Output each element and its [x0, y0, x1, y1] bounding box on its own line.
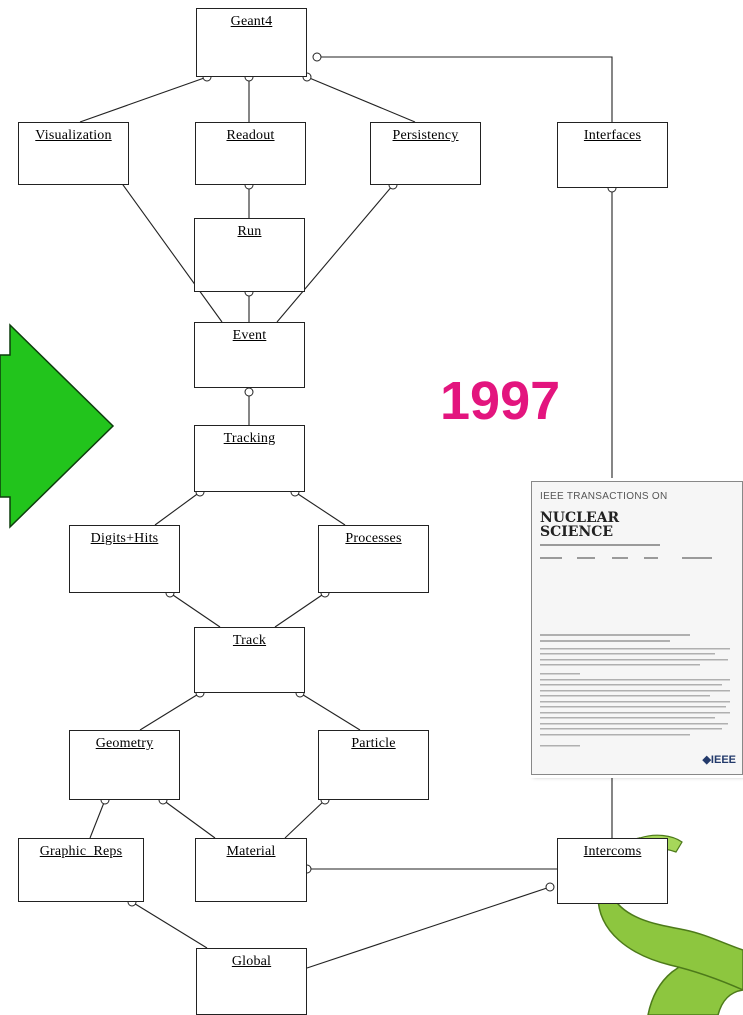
node-label: Run: [237, 224, 262, 239]
edge-digits-track: [169, 592, 221, 628]
node-label: Geometry: [95, 736, 154, 751]
node-processes: Processes: [318, 525, 429, 593]
year-label: 1997: [440, 371, 561, 431]
node-intercoms: Intercoms: [557, 838, 668, 904]
node-event: Event: [194, 322, 305, 388]
node-label: Intercoms: [583, 844, 642, 859]
connector-circle-icon: [312, 52, 322, 62]
node-geometry: Geometry: [69, 730, 180, 800]
node-label: Material: [226, 844, 276, 859]
node-label: Graphic_Reps: [39, 844, 123, 859]
node-label: Visualization: [35, 128, 112, 143]
node-readout: Readout: [195, 122, 306, 185]
connector-circle-icon: [545, 882, 555, 892]
connector-circle-icon: [244, 387, 254, 397]
node-label: Tracking: [223, 431, 276, 446]
edge-geant4-visualization: [79, 76, 208, 123]
edge-graphic-global: [131, 901, 208, 949]
node-material: Material: [195, 838, 307, 902]
edge-geometry-material: [162, 799, 216, 839]
journal-title-line1: NUCLEAR: [540, 510, 620, 526]
ieee-logo: ◆IEEE: [702, 754, 736, 766]
journal-title-line2: SCIENCE: [540, 524, 614, 540]
journal-header: IEEE TRANSACTIONS ON: [540, 491, 668, 502]
edge-intercoms-global: [306, 886, 551, 969]
edge-persistency-event: [276, 184, 394, 323]
green-arrow-icon: [0, 323, 115, 529]
node-visualization: Visualization: [18, 122, 129, 185]
node-label: Digits+Hits: [90, 531, 159, 546]
edge-track-geometry: [139, 692, 201, 731]
node-label: Geant4: [230, 14, 273, 29]
edge-particle-material: [284, 799, 326, 839]
edge-geant4-persistency: [306, 76, 416, 123]
node-label: Readout: [226, 128, 275, 143]
node-global: Global: [196, 948, 307, 1015]
node-digits-hits: Digits+Hits: [69, 525, 180, 593]
node-label: Global: [231, 954, 272, 969]
node-label: Processes: [345, 531, 402, 546]
journal-cover-image: IEEE TRANSACTIONS ON NUCLEAR SCIENCE: [531, 481, 743, 775]
node-label: Event: [232, 328, 267, 343]
node-tracking: Tracking: [194, 425, 305, 492]
node-geant4: Geant4: [196, 8, 307, 77]
node-interfaces: Interfaces: [557, 122, 668, 188]
edge-visualization-event: [104, 159, 223, 323]
journal-text-block: [540, 544, 730, 747]
node-label: Track: [232, 633, 267, 648]
journal-title: NUCLEAR SCIENCE: [540, 511, 619, 539]
node-persistency: Persistency: [370, 122, 481, 185]
edge-tracking-digits: [154, 491, 201, 526]
node-particle: Particle: [318, 730, 429, 800]
edge-geant4-interfaces: [317, 56, 613, 122]
node-track: Track: [194, 627, 305, 693]
node-label: Particle: [351, 736, 396, 751]
edge-tracking-processes: [294, 491, 346, 526]
node-label: Persistency: [392, 128, 459, 143]
node-graphic-reps: Graphic_Reps: [18, 838, 144, 902]
node-label: Interfaces: [583, 128, 642, 143]
edge-processes-track: [274, 592, 326, 628]
node-run: Run: [194, 218, 305, 292]
edge-geometry-graphic: [89, 799, 106, 839]
edge-track-particle: [299, 692, 361, 731]
